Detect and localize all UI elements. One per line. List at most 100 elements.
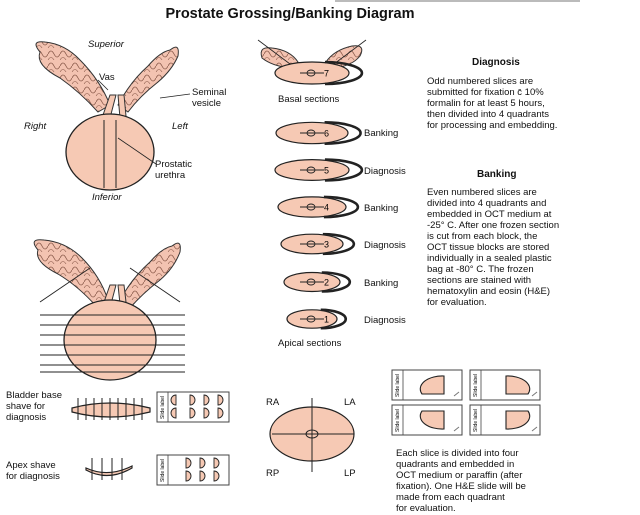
slice-number-7: 7	[324, 69, 329, 79]
quadrant-ra: RA	[266, 397, 280, 408]
slice-1: 1	[286, 308, 347, 330]
banking-line: divided into 4 quadrants and	[427, 198, 547, 209]
prostate-superior-diagram	[35, 41, 191, 191]
label-inferior: Inferior	[92, 192, 122, 203]
slice-7: 7	[274, 60, 364, 86]
bladder-label: Bladder base shave for diagnosis	[6, 390, 62, 423]
bladder-line: diagnosis	[6, 412, 47, 423]
slice-3: 3	[280, 232, 356, 256]
quadrant-la: LA	[344, 397, 356, 408]
apex-shave	[85, 458, 133, 480]
apex-label: Apex shave for diagnosis	[6, 460, 60, 482]
banking-text: Even numbered slices are divided into 4 …	[427, 187, 597, 308]
banking-line: for evaluation.	[427, 297, 487, 308]
slide-label-text: Slide label	[160, 459, 166, 482]
slice-label-2: Banking	[364, 278, 399, 289]
prostate-gland-2	[63, 299, 157, 381]
apex-line: Apex shave	[6, 460, 56, 471]
bladder-line: shave for	[6, 401, 46, 412]
apex-cassette-frame: Slide label	[156, 454, 230, 486]
quadrant-line: Each slice is divided into four	[396, 448, 519, 459]
slide-label-text: Slide label	[395, 409, 401, 432]
label-right: Right	[24, 121, 47, 132]
banking-line: sections are stained with	[427, 275, 532, 286]
label-vas: Vas	[99, 72, 115, 83]
banking-line: bag at -80° C. The frozen	[427, 264, 534, 275]
slice-label-1: Diagnosis	[364, 315, 406, 326]
slice-number-3: 3	[324, 240, 329, 250]
quadrant-cassette-rp: Slide label	[391, 404, 463, 436]
slide-label-text: Slide label	[395, 374, 401, 397]
banking-line: is cut from each block, the	[427, 231, 538, 242]
diagnosis-text: Odd numbered slices are submitted for fi…	[427, 76, 587, 131]
bladder-cassette: Slide label	[156, 391, 230, 423]
banking-line: OCT tissue blocks are stored	[427, 242, 550, 253]
seminal-vesicle-left-2	[119, 242, 181, 309]
quadrant-cassette-ra: Slide label	[391, 369, 463, 401]
diagnosis-line: submitted for fixation c̄ 10%	[427, 87, 544, 98]
label-superior: Superior	[88, 39, 124, 50]
slice-number-6: 6	[324, 129, 329, 139]
page-title: Prostate Grossing/Banking Diagram	[165, 6, 415, 22]
urethra-pointer	[117, 137, 157, 165]
top-rule	[335, 0, 580, 2]
quadrant-line: fixation). One H&E slide will be	[396, 481, 526, 492]
slide-label-text: Slide label	[473, 409, 479, 432]
bladder-cassette-frame: Slide label	[156, 391, 230, 423]
prostatic-urethra	[103, 120, 117, 188]
slide-label-text: Slide label	[160, 396, 166, 419]
section-cut-lines	[39, 267, 185, 373]
slice-label-4: Banking	[364, 203, 399, 214]
seminal-vesicle-right-2	[33, 239, 109, 307]
label-left: Left	[172, 121, 188, 132]
slice-4: 4	[277, 195, 360, 219]
slice-6: 6	[275, 121, 362, 145]
label-urethra-2: urethra	[155, 170, 186, 181]
label-seminal-1: Seminal	[192, 87, 227, 98]
label-apical-sections: Apical sections	[278, 338, 342, 349]
slice-label-6: Banking	[364, 128, 399, 139]
bladder-line: Bladder base	[6, 390, 62, 401]
slice-2: 2	[283, 271, 352, 293]
banking-heading: Banking	[477, 169, 517, 180]
quadrant-line: quadrants and embedded in	[396, 459, 515, 470]
banking-line: individually in a sealed plastic	[427, 253, 552, 264]
quadrant-line: made from each quadrant	[396, 492, 505, 503]
diagnosis-line: Odd numbered slices are	[427, 76, 534, 87]
diagnosis-line: then divided into 4 quadrants	[427, 109, 550, 120]
prostate-sectioning-diagram	[33, 239, 185, 381]
slide-label-text: Slide label	[473, 374, 479, 397]
quadrant-slice	[269, 398, 355, 472]
seminal-vesicle-left	[117, 46, 179, 113]
slice-stack: 7 6 5 4 3 2 1	[274, 60, 364, 330]
quadrant-text: Each slice is divided into four quadrant…	[396, 448, 566, 514]
quadrant-lp: LP	[344, 468, 356, 479]
quadrant-line: for evaluation.	[396, 503, 456, 514]
diagnosis-line: formalin for at least 5 hours,	[427, 98, 545, 109]
seminal-vesicle-right	[35, 41, 111, 113]
slice-5: 5	[274, 158, 364, 182]
banking-line: embedded in OCT medium at	[427, 209, 552, 220]
slice-number-5: 5	[324, 166, 329, 176]
quadrant-line: OCT medium or paraffin (after	[396, 470, 523, 481]
banking-line: Even numbered slices are	[427, 187, 537, 198]
slice-number-1: 1	[324, 315, 329, 325]
quadrant-rp: RP	[266, 468, 280, 479]
prostate-gland	[65, 113, 155, 191]
diagnosis-line: for processing and embedding.	[427, 120, 558, 131]
label-urethra-1: Prostatic	[155, 159, 192, 170]
apex-line: for diagnosis	[6, 471, 60, 482]
bladder-base-shave	[71, 398, 151, 420]
quadrant-cassette-la: Slide label	[469, 369, 541, 401]
banking-line: -25° C. After one frozen section	[427, 220, 560, 231]
label-seminal-2: vesicle	[192, 98, 222, 109]
banking-line: hematoxylin and eosin (H&E)	[427, 286, 551, 297]
slice-number-4: 4	[324, 203, 329, 213]
vesicle-pointer	[159, 93, 191, 99]
apex-cassette: Slide label	[156, 454, 230, 486]
slice-label-3: Diagnosis	[364, 240, 406, 251]
slice-number-2: 2	[324, 278, 329, 288]
slice-label-5: Diagnosis	[364, 166, 406, 177]
